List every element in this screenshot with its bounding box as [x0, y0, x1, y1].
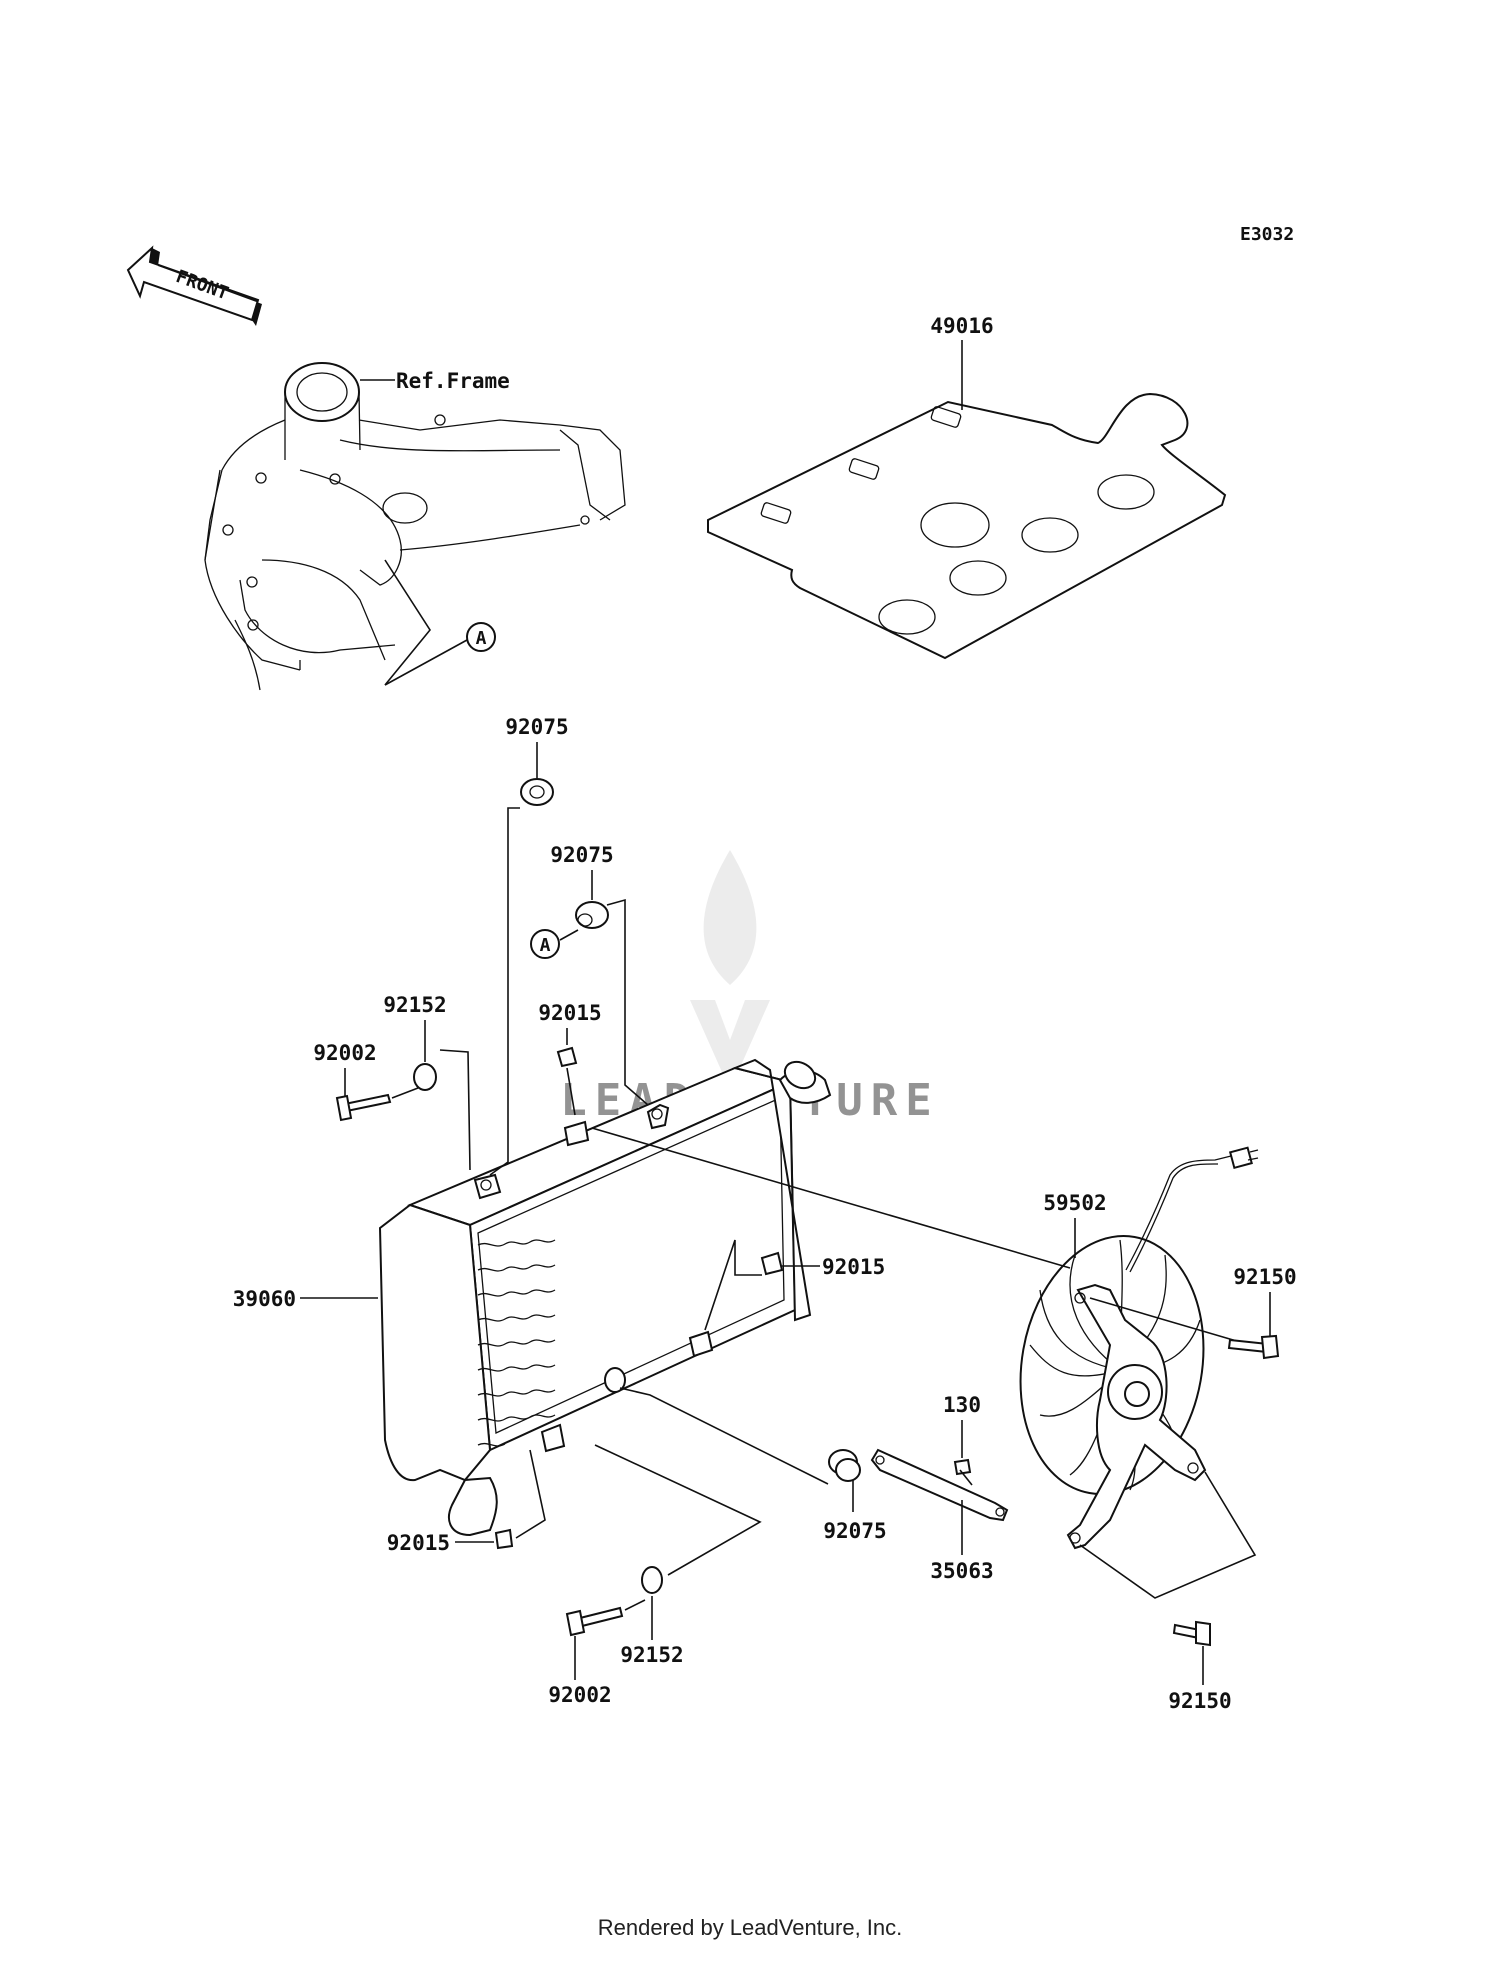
plate-49016: 49016 [707, 314, 1227, 660]
frame-illustration: Ref.Frame A [204, 362, 626, 691]
label-92075-mid: 92075 [550, 843, 613, 867]
label-39060: 39060 [233, 1287, 296, 1311]
label-92002-bottom: 92002 [548, 1683, 611, 1707]
bolt-92150-bottom: 92150 [1168, 1620, 1232, 1713]
label-92075-bottom: 92075 [823, 1519, 886, 1543]
label-92002-top: 92002 [313, 1041, 376, 1065]
label-130: 130 [943, 1393, 981, 1417]
ref-frame-label: Ref.Frame [396, 369, 510, 393]
footer-credit: Rendered by LeadVenture, Inc. [597, 1915, 903, 1940]
label-59502: 59502 [1043, 1191, 1106, 1215]
bolt-92002-top: 92002 [313, 1041, 419, 1122]
rubber-92075-bottom: 92075 [619, 1387, 887, 1543]
rubber-92075-top: 92075 [489, 715, 569, 1176]
label-92015-right: 92015 [822, 1255, 885, 1279]
front-arrow-icon: FRONT [126, 245, 262, 326]
bolt-92002-bottom: 92002 [548, 1599, 646, 1707]
radiator-39060: 39060 [233, 1058, 832, 1537]
label-92015-top: 92015 [538, 1001, 601, 1025]
nut-92015-right: 92015 [704, 1239, 885, 1331]
bracket-35063: 35063 [870, 1448, 1009, 1583]
label-49016: 49016 [930, 314, 993, 338]
label-35063: 35063 [930, 1559, 993, 1583]
rubber-92075-mid: 92075 A [530, 843, 649, 1106]
collar-92152-top: 92152 [383, 993, 471, 1171]
nut-92015-top: 92015 [538, 1001, 602, 1116]
label-92152-bottom: 92152 [620, 1643, 683, 1667]
label-92015-bottom: 92015 [387, 1531, 450, 1555]
callout-a-top: A [476, 628, 487, 649]
label-92075-top: 92075 [505, 715, 568, 739]
nut-92015-bottom: 92015 [387, 1449, 546, 1555]
label-92150-bottom: 92150 [1168, 1689, 1231, 1713]
fan-assembly-59502: 59502 [591, 1127, 1259, 1599]
label-92150-right: 92150 [1233, 1265, 1296, 1289]
collar-92152-bottom: 92152 [594, 1444, 762, 1667]
bolt-92150-right: 92150 [1227, 1265, 1297, 1360]
callout-a-mid: A [540, 935, 551, 956]
bolt-130: 130 [943, 1393, 981, 1486]
diagram-code: E3032 [1240, 224, 1294, 245]
label-92152-top: 92152 [383, 993, 446, 1017]
